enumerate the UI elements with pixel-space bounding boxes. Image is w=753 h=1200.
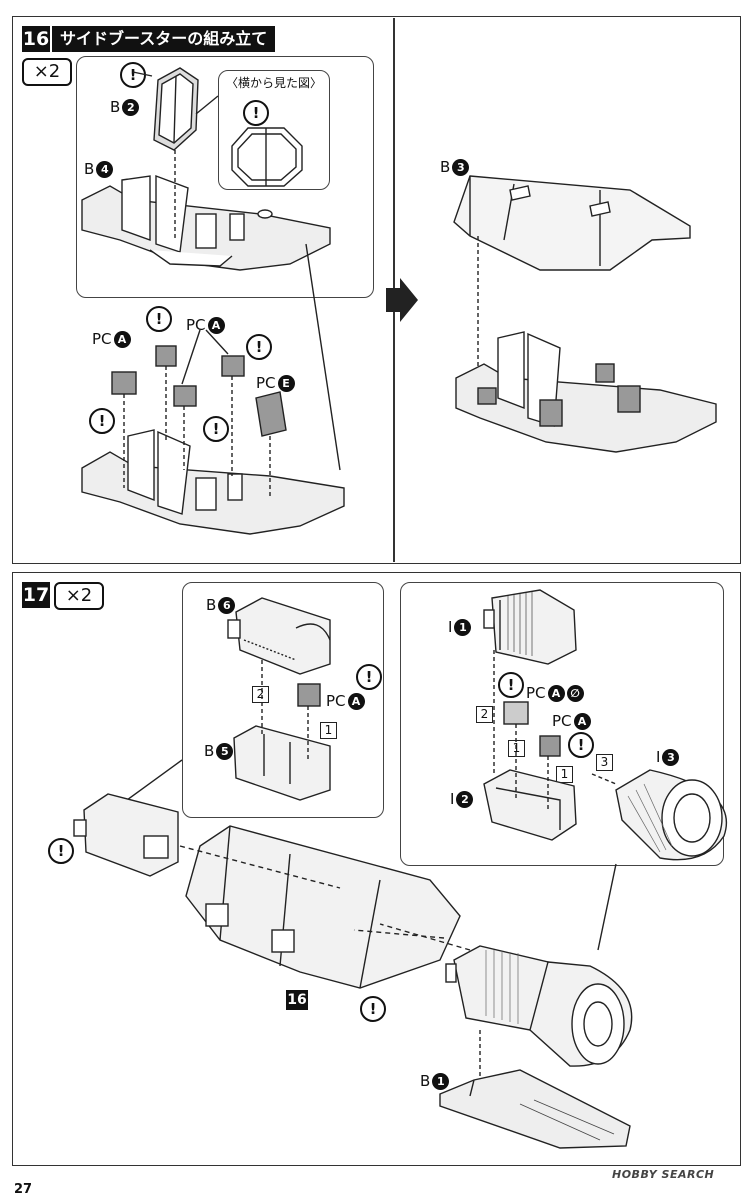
caution-icon: ! bbox=[498, 672, 524, 698]
order-number: 3 bbox=[596, 754, 613, 771]
caution-icon: ! bbox=[568, 732, 594, 758]
caution-icon: ! bbox=[246, 334, 272, 360]
b1-fin-drawing bbox=[439, 1069, 631, 1149]
caution-icon: ! bbox=[360, 996, 386, 1022]
order-number: 1 bbox=[556, 766, 573, 783]
step-reference-badge: 16 bbox=[286, 990, 308, 1010]
step-title: サイドブースターの組み立て bbox=[52, 26, 276, 52]
pc-a-part bbox=[173, 385, 197, 407]
order-number: 2 bbox=[476, 706, 493, 723]
pc-e-part bbox=[255, 391, 287, 437]
pc-a-part bbox=[539, 735, 561, 757]
pc-a-part bbox=[503, 701, 529, 725]
b6-part-drawing bbox=[227, 597, 331, 675]
i2-part-drawing bbox=[483, 769, 577, 841]
caution-icon: ! bbox=[48, 838, 74, 864]
b4-frame-drawing bbox=[81, 174, 331, 271]
assembled-frame-drawing bbox=[455, 331, 717, 453]
page-number: 27 bbox=[14, 1182, 33, 1197]
thruster-assembly-drawing bbox=[445, 945, 633, 1067]
b5b6-assembly-drawing bbox=[73, 793, 179, 877]
order-number: 1 bbox=[320, 722, 337, 739]
i1-part-drawing bbox=[483, 589, 577, 665]
quantity-badge: ×2 bbox=[54, 582, 104, 610]
caution-icon: ! bbox=[89, 408, 115, 434]
b5-part-drawing bbox=[233, 725, 331, 801]
step-number: 17 bbox=[22, 582, 50, 608]
caution-icon: ! bbox=[146, 306, 172, 332]
caution-icon: ! bbox=[203, 416, 229, 442]
i3-nozzle-drawing bbox=[615, 769, 728, 861]
step-number: 16 bbox=[22, 26, 50, 52]
watermark: HOBBY SEARCH bbox=[612, 1168, 715, 1181]
pc-a-part bbox=[221, 355, 245, 377]
side-booster-body-drawing bbox=[185, 825, 461, 989]
next-arrow-icon bbox=[386, 278, 418, 322]
caution-icon: ! bbox=[243, 100, 269, 126]
side-view-label: 〈横から見た図〉 bbox=[226, 76, 323, 90]
caution-icon: ! bbox=[356, 664, 382, 690]
quantity-badge: ×2 bbox=[22, 58, 72, 86]
b3-cover-drawing bbox=[453, 175, 691, 271]
b4-frame-lower-drawing bbox=[81, 429, 345, 535]
pc-a-part bbox=[297, 683, 321, 707]
order-number: 2 bbox=[252, 686, 269, 703]
